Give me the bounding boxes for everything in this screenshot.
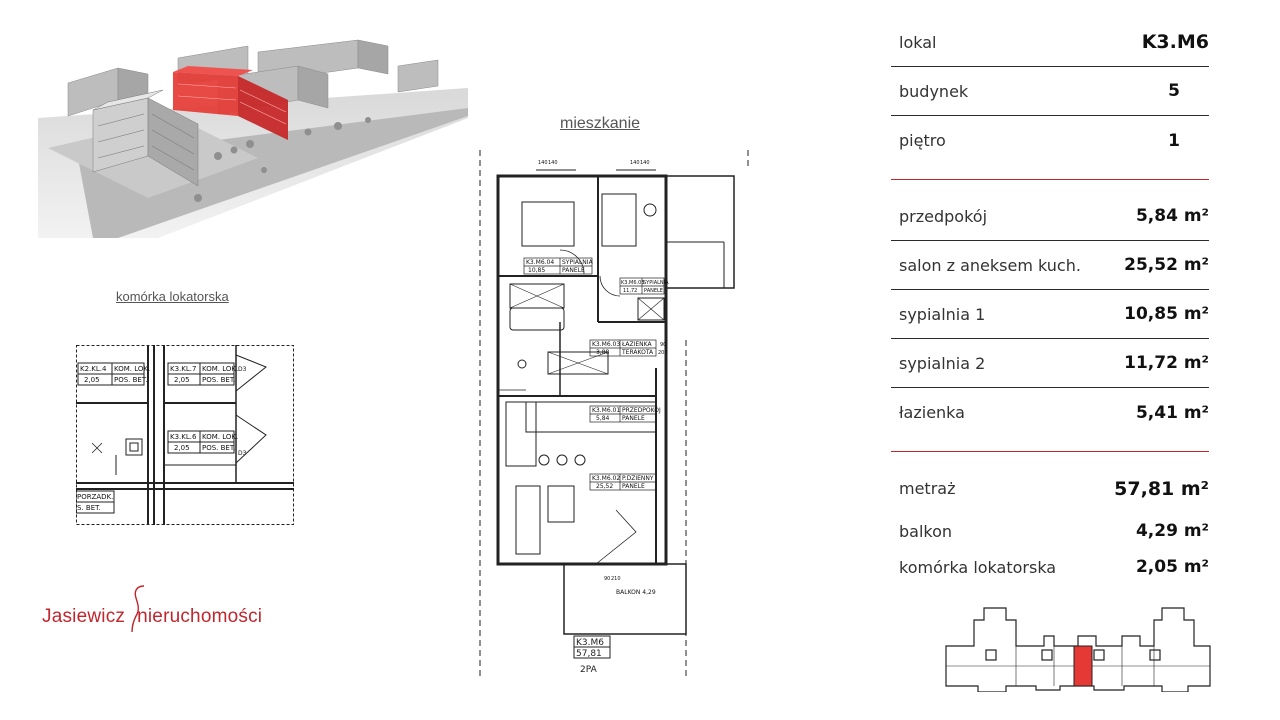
dim-top-2: 140	[548, 160, 558, 166]
storage-r1-code: K2.KL.4	[80, 365, 107, 373]
storage-r2-area: 2,05	[174, 376, 190, 384]
room1-name: SYPIALNIA	[562, 259, 594, 266]
storage-r3-code: K3.KL.6	[170, 433, 197, 441]
room5-area: 25,52	[596, 483, 613, 490]
room2-name: SYPIALNIA	[643, 280, 669, 286]
dim-top-3: 140	[630, 160, 640, 166]
storage-tag-2: D3	[238, 450, 247, 457]
spec-row-room: salon z aneksem kuch. 25,52 m²	[891, 241, 1209, 290]
spec-divider	[891, 179, 1209, 180]
spec-value: 5,84 m²	[1135, 206, 1209, 226]
spec-label: balkon	[899, 521, 953, 541]
company-logo: Jasiewicz nieruchomości	[42, 582, 282, 634]
dim-top-1: 140	[538, 160, 548, 166]
selected-unit-marker	[1073, 645, 1093, 687]
logo-text-1: Jasiewicz	[42, 606, 126, 627]
room3-dim-2: 200	[658, 350, 668, 356]
spec-value: 1	[1168, 130, 1180, 151]
room3-dim-1: 90	[660, 342, 666, 348]
room3-code: K3.M6.03	[592, 341, 620, 348]
spec-row-lokal: lokal K3.M6	[891, 18, 1209, 67]
room3-floor: TERAKOTA	[621, 349, 654, 356]
spec-label: metraż	[899, 479, 956, 498]
spec-table: lokal K3.M6 budynek 5 piętro 1 przedpokó…	[891, 18, 1209, 585]
room4-name: PRZEDPOKÓJ	[622, 407, 661, 414]
dim-top-4: 140	[640, 160, 650, 166]
room4-code: K3.M6.01	[592, 407, 620, 414]
spec-label: budynek	[899, 81, 969, 101]
spec-value: 11,72 m²	[1124, 353, 1209, 373]
spec-value: K3.M6	[1141, 31, 1209, 53]
flat-floor-plan: K3.M6.04 SYPIALNIA 10,85 PANELE K3.M6.05…	[476, 140, 756, 680]
dim-bottom-2: 210	[611, 576, 621, 582]
flat-caption: mieszkanie	[560, 115, 641, 132]
room3-name: ŁAZIENKA	[621, 341, 652, 348]
storage-r1-name: KOM. LOK.	[114, 365, 150, 373]
spec-row-pietro: piętro 1	[891, 116, 1209, 165]
storage-r2-code: K3.KL.7	[170, 365, 196, 373]
spec-value: 25,52 m²	[1124, 255, 1209, 275]
spec-label: komórka lokatorska	[899, 557, 1057, 577]
storage-r3-area: 2,05	[174, 444, 190, 452]
logo-text-2: nieruchomości	[137, 606, 263, 627]
storage-r1-area: 2,05	[84, 376, 100, 384]
spec-value: 4,29 m²	[1135, 521, 1209, 541]
storage-tag-1: D3	[238, 366, 247, 373]
room5-code: K3.M6.02	[592, 475, 620, 482]
spec-label: lokal	[899, 32, 937, 52]
spec-row-komorka: komórka lokatorska 2,05 m²	[891, 549, 1209, 585]
room2-area: 11,72	[623, 288, 637, 294]
dim-bottom-1: 90	[604, 576, 610, 582]
unit-code: K3.M6	[576, 638, 604, 648]
storage-r1-floor: POS. BET.	[114, 376, 148, 384]
storage-r4-floor: S. BET.	[77, 504, 101, 512]
spec-value: 10,85 m²	[1124, 304, 1209, 324]
logo-mark-icon	[131, 585, 145, 633]
room3-area: 3,88	[596, 349, 610, 356]
spec-value: 2,05 m²	[1135, 557, 1209, 577]
spec-label: piętro	[899, 131, 946, 150]
spec-label: łazienka	[899, 403, 965, 422]
spec-row-room: sypialnia 1 10,85 m²	[891, 290, 1209, 339]
spec-value: 57,81 m²	[1114, 477, 1209, 500]
spec-row-metraz: metraż 57,81 m²	[891, 464, 1209, 513]
spec-row-balkon: balkon 4,29 m²	[891, 513, 1209, 549]
spec-row-budynek: budynek 5	[891, 67, 1209, 116]
storage-r3-name: KOM. LOK.	[202, 433, 238, 441]
spec-label: sypialnia 2	[899, 353, 986, 373]
spec-label: sypialnia 1	[899, 304, 986, 324]
room5-floor: PANELE	[622, 483, 645, 490]
storage-r2-name: KOM. LOK.	[202, 365, 238, 373]
unit-area: 57,81	[576, 649, 602, 659]
spec-label: salon z aneksem kuch.	[899, 255, 1081, 275]
room1-area: 10,85	[528, 267, 545, 274]
spec-divider	[891, 451, 1209, 452]
room2-code: K3.M6.05	[621, 280, 645, 286]
storage-caption: komórka lokatorska	[116, 289, 229, 304]
storage-r4-name: PORZADK.	[77, 493, 113, 501]
spec-row-room: sypialnia 2 11,72 m²	[891, 339, 1209, 388]
storage-r2-floor: POS. BET.	[202, 376, 236, 384]
room2-floor: PANELE	[644, 288, 663, 294]
spec-value: 5	[1168, 81, 1180, 101]
storage-floor-plan: K2.KL.4 KOM. LOK. 2,05 POS. BET. K3.KL.7…	[75, 345, 294, 525]
room4-floor: PANELE	[622, 415, 645, 422]
floor-key-plan	[944, 606, 1212, 693]
room5-name: P.DZIENNY	[622, 475, 654, 482]
spec-row-room: łazienka 5,41 m²	[891, 388, 1209, 437]
room1-code: K3.M6.04	[526, 259, 554, 266]
spec-value: 5,41 m²	[1135, 402, 1209, 423]
spec-label: przedpokój	[899, 206, 988, 226]
spec-row-room: przedpokój 5,84 m²	[891, 192, 1209, 241]
building-render	[38, 38, 468, 238]
unit-type: 2PA	[580, 665, 598, 675]
storage-r3-floor: POS. BET.	[202, 444, 236, 452]
balcony-label: BALKON 4,29	[616, 589, 656, 596]
room4-area: 5,84	[596, 415, 610, 422]
room1-floor: PANELE	[562, 267, 585, 274]
